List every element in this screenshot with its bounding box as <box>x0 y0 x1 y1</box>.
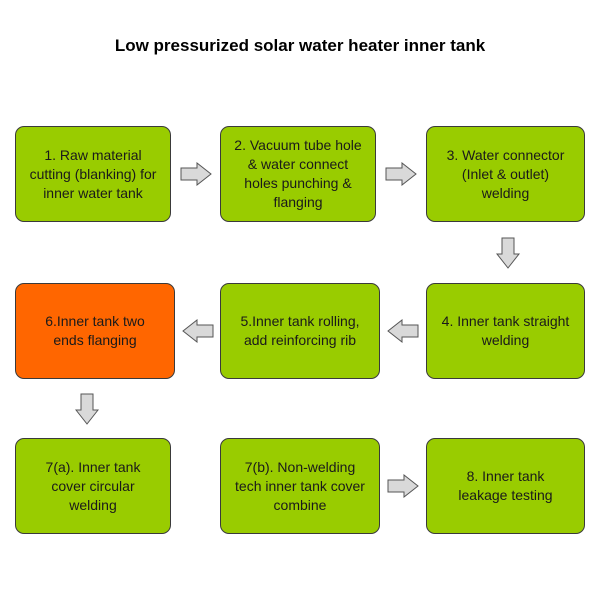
step-box-6: 6.Inner tank two ends flanging <box>15 283 175 379</box>
step-label-2: 2. Vacuum tube hole & water connect hole… <box>234 137 362 210</box>
step-box-2: 2. Vacuum tube hole & water connect hole… <box>220 126 376 222</box>
step-label-3: 3. Water connector (Inlet & outlet) weld… <box>446 146 565 201</box>
diagram-title: Low pressurized solar water heater inner… <box>114 36 486 55</box>
step-label-1: 1. Raw material cutting (blanking) for i… <box>29 146 157 201</box>
arrow-5-to-6-shape <box>181 319 213 343</box>
arrow-4-to-5 <box>387 319 419 343</box>
arrow-5-to-6 <box>181 319 213 343</box>
step-label-7a: 7(a). Inner tank cover circular welding <box>45 458 141 513</box>
step-label-4: 4. Inner tank straight welding <box>441 313 570 348</box>
step-label-6: 6.Inner tank two ends flanging <box>45 313 145 348</box>
arrow-7b-to-8-shape <box>387 474 419 498</box>
step-label-7b: 7(b). Non-welding tech inner tank cover … <box>235 458 365 513</box>
arrow-3-to-4-shape <box>495 237 520 269</box>
arrow-6-to-7a-shape <box>75 393 99 425</box>
arrow-2-to-3 <box>385 162 417 186</box>
step-box-7b: 7(b). Non-welding tech inner tank cover … <box>220 438 380 534</box>
arrow-4-to-5-shape <box>387 319 419 343</box>
step-label-5: 5.Inner tank rolling, add reinforcing ri… <box>240 313 360 348</box>
step-box-8: 8. Inner tank leakage testing <box>426 438 585 534</box>
arrow-2-to-3-shape <box>385 162 417 186</box>
arrow-6-to-7a <box>75 393 99 425</box>
arrow-1-to-2-shape <box>180 162 212 186</box>
step-box-5: 5.Inner tank rolling, add reinforcing ri… <box>220 283 380 379</box>
step-label-8: 8. Inner tank leakage testing <box>458 468 553 503</box>
step-box-1: 1. Raw material cutting (blanking) for i… <box>15 126 171 222</box>
arrow-7b-to-8 <box>387 474 419 498</box>
step-box-4: 4. Inner tank straight welding <box>426 283 585 379</box>
arrow-3-to-4 <box>495 237 520 269</box>
arrow-1-to-2 <box>180 162 212 186</box>
step-box-7a: 7(a). Inner tank cover circular welding <box>15 438 171 534</box>
step-box-3: 3. Water connector (Inlet & outlet) weld… <box>426 126 585 222</box>
